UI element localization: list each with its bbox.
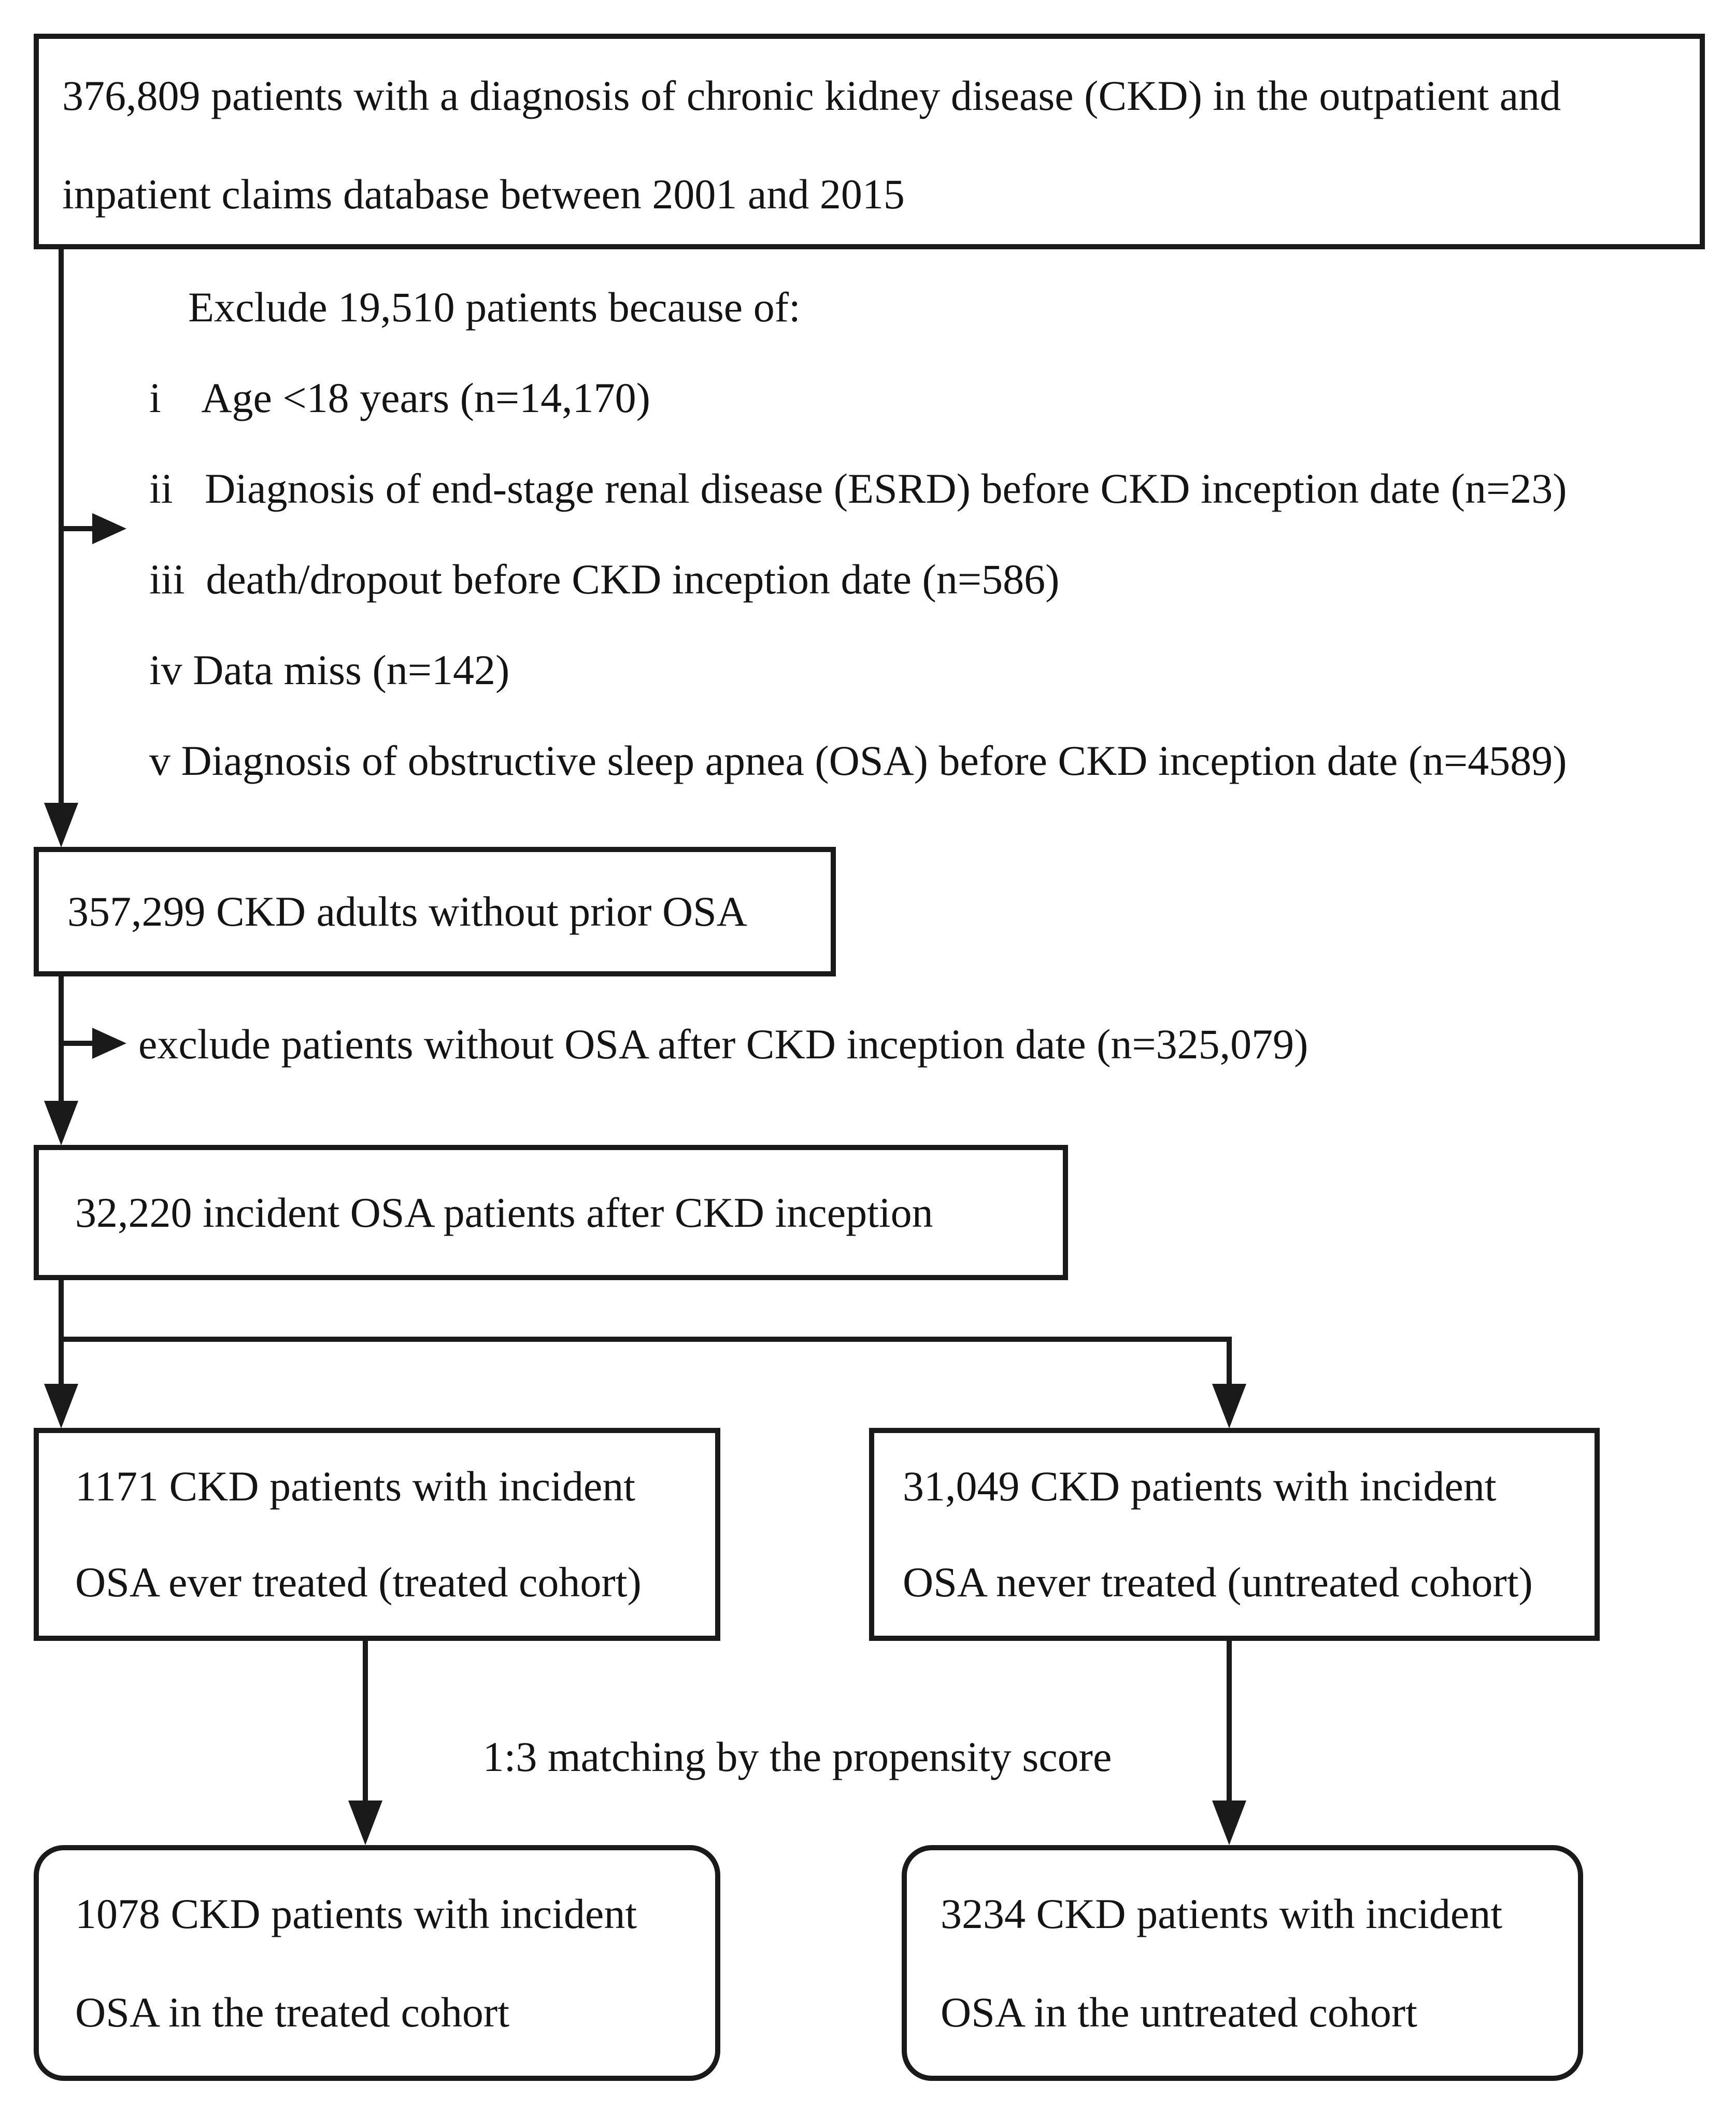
source-population-line1: 376,809 patients with a diagnosis of chr… [62,72,1561,119]
exclusion-list: Exclude 19,510 patients because of: i Ag… [149,262,1567,806]
untreated-cohort-line1: 31,049 CKD patients with incident [903,1463,1497,1510]
arrowhead-down-untreated-box [1212,1384,1246,1428]
untreated-cohort-line2: OSA never treated (untreated cohort) [903,1558,1533,1606]
matched-treated-box: 1078 CKD patients with incident OSA in t… [34,1845,720,2081]
treated-cohort-line2: OSA ever treated (treated cohort) [75,1558,642,1606]
exclusion-item-esrd: ii Diagnosis of end-stage renal disease … [149,464,1567,512]
exclusion-item-age: i Age <18 years (n=14,170) [149,374,650,421]
matched-untreated-line1: 3234 CKD patients with incident [941,1890,1503,1937]
treated-cohort-line1: 1171 CKD patients with incident [75,1463,636,1510]
exclusion-item-data-miss: iv Data miss (n=142) [149,646,510,693]
arrowhead-down-treated-box [44,1384,78,1428]
connector-exclusion-branch [61,526,93,531]
exclusion2-label: exclude patients without OSA after CKD i… [138,1020,1308,1068]
matched-treated-line1: 1078 CKD patients with incident [75,1890,637,1937]
incident-osa-text: 32,220 incident OSA patients after CKD i… [75,1188,933,1236]
exclusion-item-death-dropout: iii death/dropout before CKD inception d… [149,555,1060,603]
matched-untreated-box: 3234 CKD patients with incident OSA in t… [902,1845,1583,2081]
exclusion-item-prior-osa: v Diagnosis of obstructive sleep apnea (… [149,736,1567,784]
connector-split-horizontal [59,1337,1232,1342]
arrowhead-down-matched-untreated [1212,1801,1246,1845]
connector-box3-left-branch [59,1280,64,1389]
untreated-cohort-box: 31,049 CKD patients with incident OSA ne… [869,1428,1600,1641]
arrowhead-down-box2 [44,803,78,847]
matched-treated-line2: OSA in the treated cohort [75,1988,510,2036]
matched-untreated-line2: OSA in the untreated cohort [941,1988,1418,2036]
connector-untreated-matched [1227,1641,1232,1807]
matching-label: 1:3 matching by the propensity score [482,1733,1112,1780]
arrowhead-down-box3 [44,1101,78,1145]
source-population-line2: inpatient claims database between 2001 a… [62,171,905,218]
exclusion-heading: Exclude 19,510 patients because of: [188,283,801,331]
no-prior-osa-box: 357,299 CKD adults without prior OSA [34,847,836,976]
connector-treated-matched [363,1641,368,1807]
connector-right-branch [1227,1339,1232,1389]
source-population-box: 376,809 patients with a diagnosis of chr… [34,34,1705,249]
arrowhead-right-exclusion2 [92,1028,126,1059]
treated-cohort-box: 1171 CKD patients with incident OSA ever… [34,1428,720,1641]
arrowhead-right-exclusion [92,513,126,544]
no-prior-osa-text: 357,299 CKD adults without prior OSA [67,888,747,935]
incident-osa-box: 32,220 incident OSA patients after CKD i… [34,1145,1068,1280]
arrowhead-down-matched-treated [348,1801,382,1845]
connector-exclusion2-branch [61,1041,93,1046]
